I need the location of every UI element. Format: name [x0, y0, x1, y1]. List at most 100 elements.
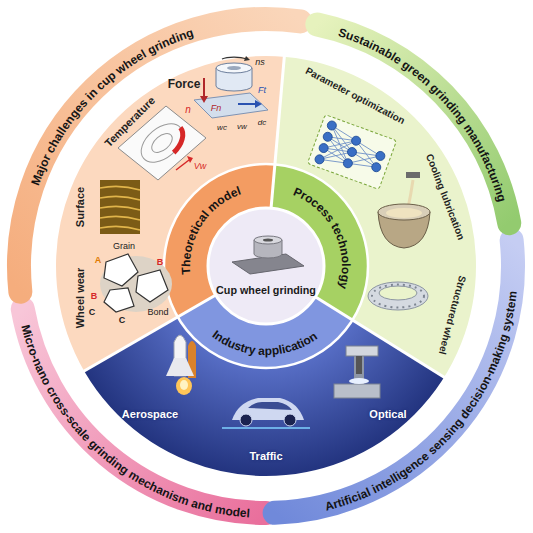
flame-core: [180, 380, 188, 390]
callout-letter: B: [91, 292, 98, 301]
symbol-label: vw: [237, 123, 247, 131]
rotation-arrow: [222, 57, 246, 59]
tangential-force-arrow: [238, 103, 256, 105]
center-illustration: [232, 236, 304, 274]
arc-text: Artificial intelligence sensing decision…: [323, 290, 519, 514]
part-label: Bond: [147, 308, 168, 317]
bowl-rim: [378, 204, 430, 220]
callout-letter: C: [89, 308, 96, 317]
workpiece: [194, 93, 268, 118]
flame: [176, 377, 192, 395]
cup-wheel-top: [254, 236, 282, 244]
arc-title: Major challenges in cup wheel grinding: [28, 25, 195, 187]
arc-title: Artificial intelligence sensing decision…: [323, 290, 519, 514]
ring-divider: [164, 164, 368, 368]
item-label: Structured wheel: [437, 274, 467, 355]
item-label: Parameter optimization: [304, 66, 407, 126]
arc-title: Process technology: [291, 185, 353, 291]
wheel-hole: [379, 286, 417, 300]
center-disc: [208, 208, 324, 324]
coolant: [386, 208, 422, 218]
arc-text: Major challenges in cup wheel grinding: [28, 25, 195, 187]
optical-illustration: [334, 346, 380, 398]
part-label: Grain: [113, 242, 135, 251]
wheel-track: [134, 116, 190, 170]
cup-wheel-hole: [263, 239, 273, 242]
arc-title: Micro-nano cross-scale grinding mechanis…: [18, 323, 250, 520]
item-label: Temperature: [103, 95, 157, 149]
car-wheel: [284, 414, 296, 426]
cup-wheel-hole: [227, 66, 241, 70]
arrow-head: [187, 156, 193, 163]
machine-head: [346, 346, 378, 356]
grain: [136, 270, 168, 302]
network-neurons: [314, 120, 390, 185]
item-label: Cooling lubrication: [424, 153, 466, 242]
structured-wheel-illustration: [368, 282, 428, 310]
grinding-marks: [100, 186, 140, 230]
callout-letter: B: [157, 258, 164, 267]
network-links: [320, 126, 385, 179]
arrow-head: [244, 56, 250, 61]
wheel-track: [148, 130, 175, 156]
aerospace-illustration: [166, 335, 196, 395]
disc-edge: [55, 55, 477, 477]
grain: [104, 254, 138, 286]
wheel-grooves: [372, 285, 424, 308]
disc: [54, 54, 478, 478]
symbol-label: Ft: [258, 86, 266, 95]
traffic-illustration: [222, 398, 310, 428]
arc-text: Industry application: [210, 328, 320, 359]
surface-texture: [100, 180, 140, 234]
symbol-label: n: [185, 105, 191, 115]
cup-wheel-top: [216, 63, 252, 73]
item-label: Force: [168, 78, 201, 90]
arc-text: Process technology: [291, 185, 353, 291]
arc-text: Sustainable green grinding manufacturing: [337, 25, 510, 203]
item-label: Optical: [369, 409, 406, 420]
arc-title: Industry application: [210, 328, 320, 359]
symbol-label: ns: [255, 58, 265, 67]
heat-zone: [134, 116, 190, 170]
machine-base: [334, 384, 380, 398]
arc-title: Sustainable green grinding manufacturing: [337, 25, 510, 203]
arrow-head: [200, 96, 208, 103]
nozzle: [406, 172, 420, 178]
feed-arrow: [176, 160, 189, 170]
wheel-ring: [368, 282, 428, 310]
item-label: Traffic: [249, 451, 282, 462]
arc-text: Theoretical model: [179, 184, 243, 275]
center-title: Cup wheel grinding: [216, 284, 316, 296]
symbol-label: dc: [258, 119, 266, 127]
symbol-label: Vw: [194, 162, 207, 171]
callout-letter: A: [95, 256, 102, 265]
normal-force-arrow: [203, 78, 205, 96]
arrow-head: [255, 100, 262, 108]
arc-title: Theoretical model: [179, 184, 243, 275]
sector-divider: [315, 297, 446, 379]
item-label: Aerospace: [122, 409, 178, 420]
callout-letter: C: [119, 316, 126, 325]
network-illustration: [307, 115, 396, 190]
cooling-illustration: [378, 172, 430, 248]
wheel-wear-illustration: [100, 254, 172, 312]
item-label: Surface: [75, 187, 86, 227]
item-label: Wheel wear: [75, 268, 86, 329]
spindle: [356, 356, 362, 374]
force-illustration: [194, 56, 268, 118]
optical-workpiece: [349, 378, 369, 384]
symbol-label: wc: [217, 124, 227, 132]
grain: [104, 288, 134, 312]
car-window: [248, 402, 292, 410]
network-frame: [307, 115, 396, 190]
road-glow: [222, 427, 310, 429]
symbol-label: Fn: [211, 104, 222, 113]
surface-illustration: [100, 180, 140, 234]
center-circle: Cup wheel grinding: [214, 280, 318, 298]
arc-text: Micro-nano cross-scale grinding mechanis…: [18, 323, 250, 520]
car-wheel: [240, 414, 252, 426]
wings: [166, 358, 194, 376]
sector-divider: [271, 55, 284, 208]
